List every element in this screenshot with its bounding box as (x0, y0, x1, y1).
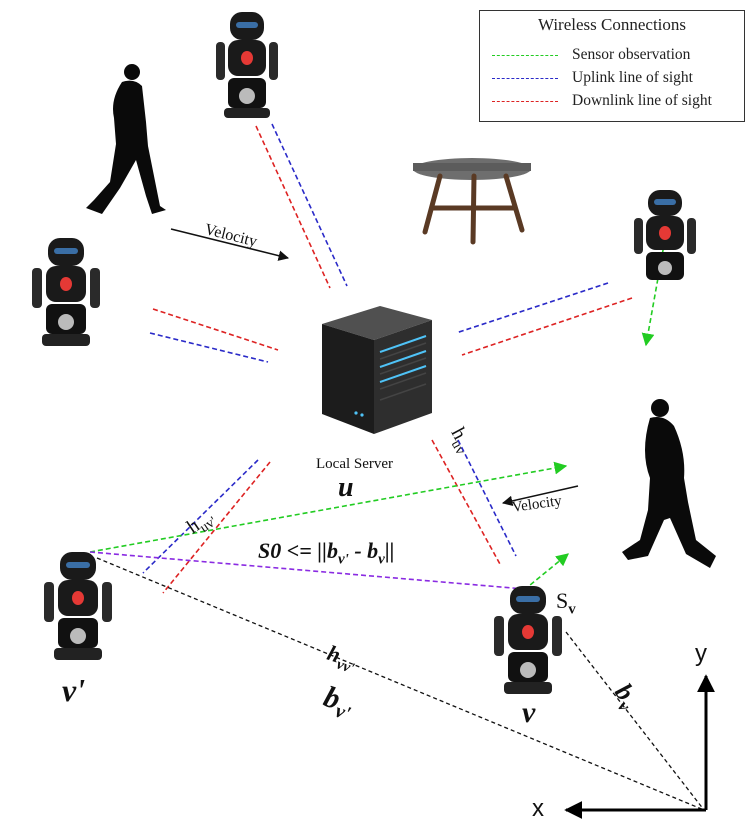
legend-title: Wireless Connections (537, 15, 687, 34)
downlink-right-robot (461, 297, 633, 356)
s-v-label: Sv (556, 588, 576, 618)
legend-label-uplink: Uplink line of sight (572, 69, 693, 86)
robot-right-icon (634, 190, 696, 280)
uplink-right-robot (455, 282, 609, 334)
robot-top-icon (216, 12, 278, 118)
robot-left-icon (32, 238, 100, 346)
downlink-lines (152, 125, 633, 594)
s0-sub2: v (378, 551, 385, 568)
position-lines (96, 557, 705, 811)
server-symbol-u: u (338, 472, 354, 503)
uplink-robot-vprime (142, 459, 259, 574)
s-v-base: S (556, 588, 569, 613)
downlink-robot-vprime (162, 461, 271, 594)
uplink-top-robot (271, 123, 348, 287)
legend-item-downlink: Downlink line of sight (492, 91, 742, 113)
legend-label-sensor: Sensor observation (572, 46, 691, 63)
axis-y-label: y (695, 640, 707, 667)
v-prime-label: v' (62, 672, 86, 708)
s-v-sub: v (568, 601, 576, 618)
legend-swatch-downlink (492, 101, 558, 102)
legend-item-uplink: Uplink line of sight (492, 68, 742, 90)
person-right-icon (622, 399, 716, 568)
legend-item-sensor: Sensor observation (492, 45, 742, 67)
s0-end: || (384, 538, 395, 563)
uplink-lines (142, 123, 609, 574)
downlink-top-robot (255, 125, 331, 289)
robot-vprime-icon (44, 552, 112, 660)
line-v-to-origin (565, 631, 705, 811)
line-vprime-to-origin (96, 557, 705, 811)
distance-s0-line (89, 551, 537, 591)
robot-v-icon (494, 586, 562, 694)
coordinate-axes (564, 674, 715, 819)
legend: Wireless Connections Sensor observation … (479, 10, 745, 122)
legend-swatch-uplink (492, 78, 558, 79)
sensor-vprime-to-human (89, 461, 568, 553)
s0-expression: S0 <= ||bv' - bv|| (258, 538, 395, 568)
velocity-arrow-right (501, 485, 579, 507)
s0-mid: - b (348, 538, 379, 563)
s0-expr-part1: S0 <= ||b (258, 538, 338, 563)
velocity-arrow-top (170, 228, 290, 261)
legend-label-downlink: Downlink line of sight (572, 92, 712, 109)
table-icon (413, 158, 531, 245)
legend-swatch-sensor (492, 55, 558, 56)
axis-x-label: x (532, 795, 544, 822)
uplink-left-robot (149, 332, 269, 363)
uplink-robot-v (457, 439, 517, 557)
downlink-robot-v (431, 439, 502, 567)
v-label: v (522, 696, 536, 729)
sensor-v-to-human (523, 553, 569, 591)
person-left-icon (86, 64, 166, 215)
s0-sub1: v' (338, 551, 349, 568)
server-icon (322, 306, 432, 434)
local-server-label: Local Server (316, 456, 394, 472)
downlink-left-robot (152, 308, 279, 351)
